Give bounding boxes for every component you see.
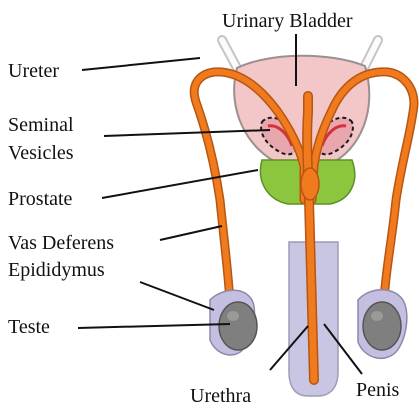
urethra-prostatic-bulge	[301, 168, 319, 200]
label-ureter: Ureter	[8, 60, 59, 82]
right-testis-group	[358, 290, 407, 359]
leader-epididymus	[140, 282, 214, 310]
leader-vas-deferens	[160, 226, 222, 240]
label-prostate: Prostate	[8, 188, 73, 210]
right-teste	[363, 302, 401, 350]
label-seminal: Seminal	[8, 114, 74, 136]
leader-teste	[78, 324, 230, 328]
leader-prostate	[102, 170, 258, 198]
left-teste	[219, 302, 257, 350]
label-vesicles: Vesicles	[8, 142, 74, 164]
label-penis: Penis	[356, 379, 400, 401]
label-teste: Teste	[8, 316, 50, 338]
label-vas-deferens: Vas Deferens	[8, 232, 114, 254]
leader-ureter	[82, 58, 200, 70]
left-testis-group	[210, 290, 257, 355]
label-urethra: Urethra	[190, 385, 251, 407]
label-epididymus: Epididymus	[8, 259, 105, 281]
label-urinary-bladder: Urinary Bladder	[222, 10, 353, 32]
